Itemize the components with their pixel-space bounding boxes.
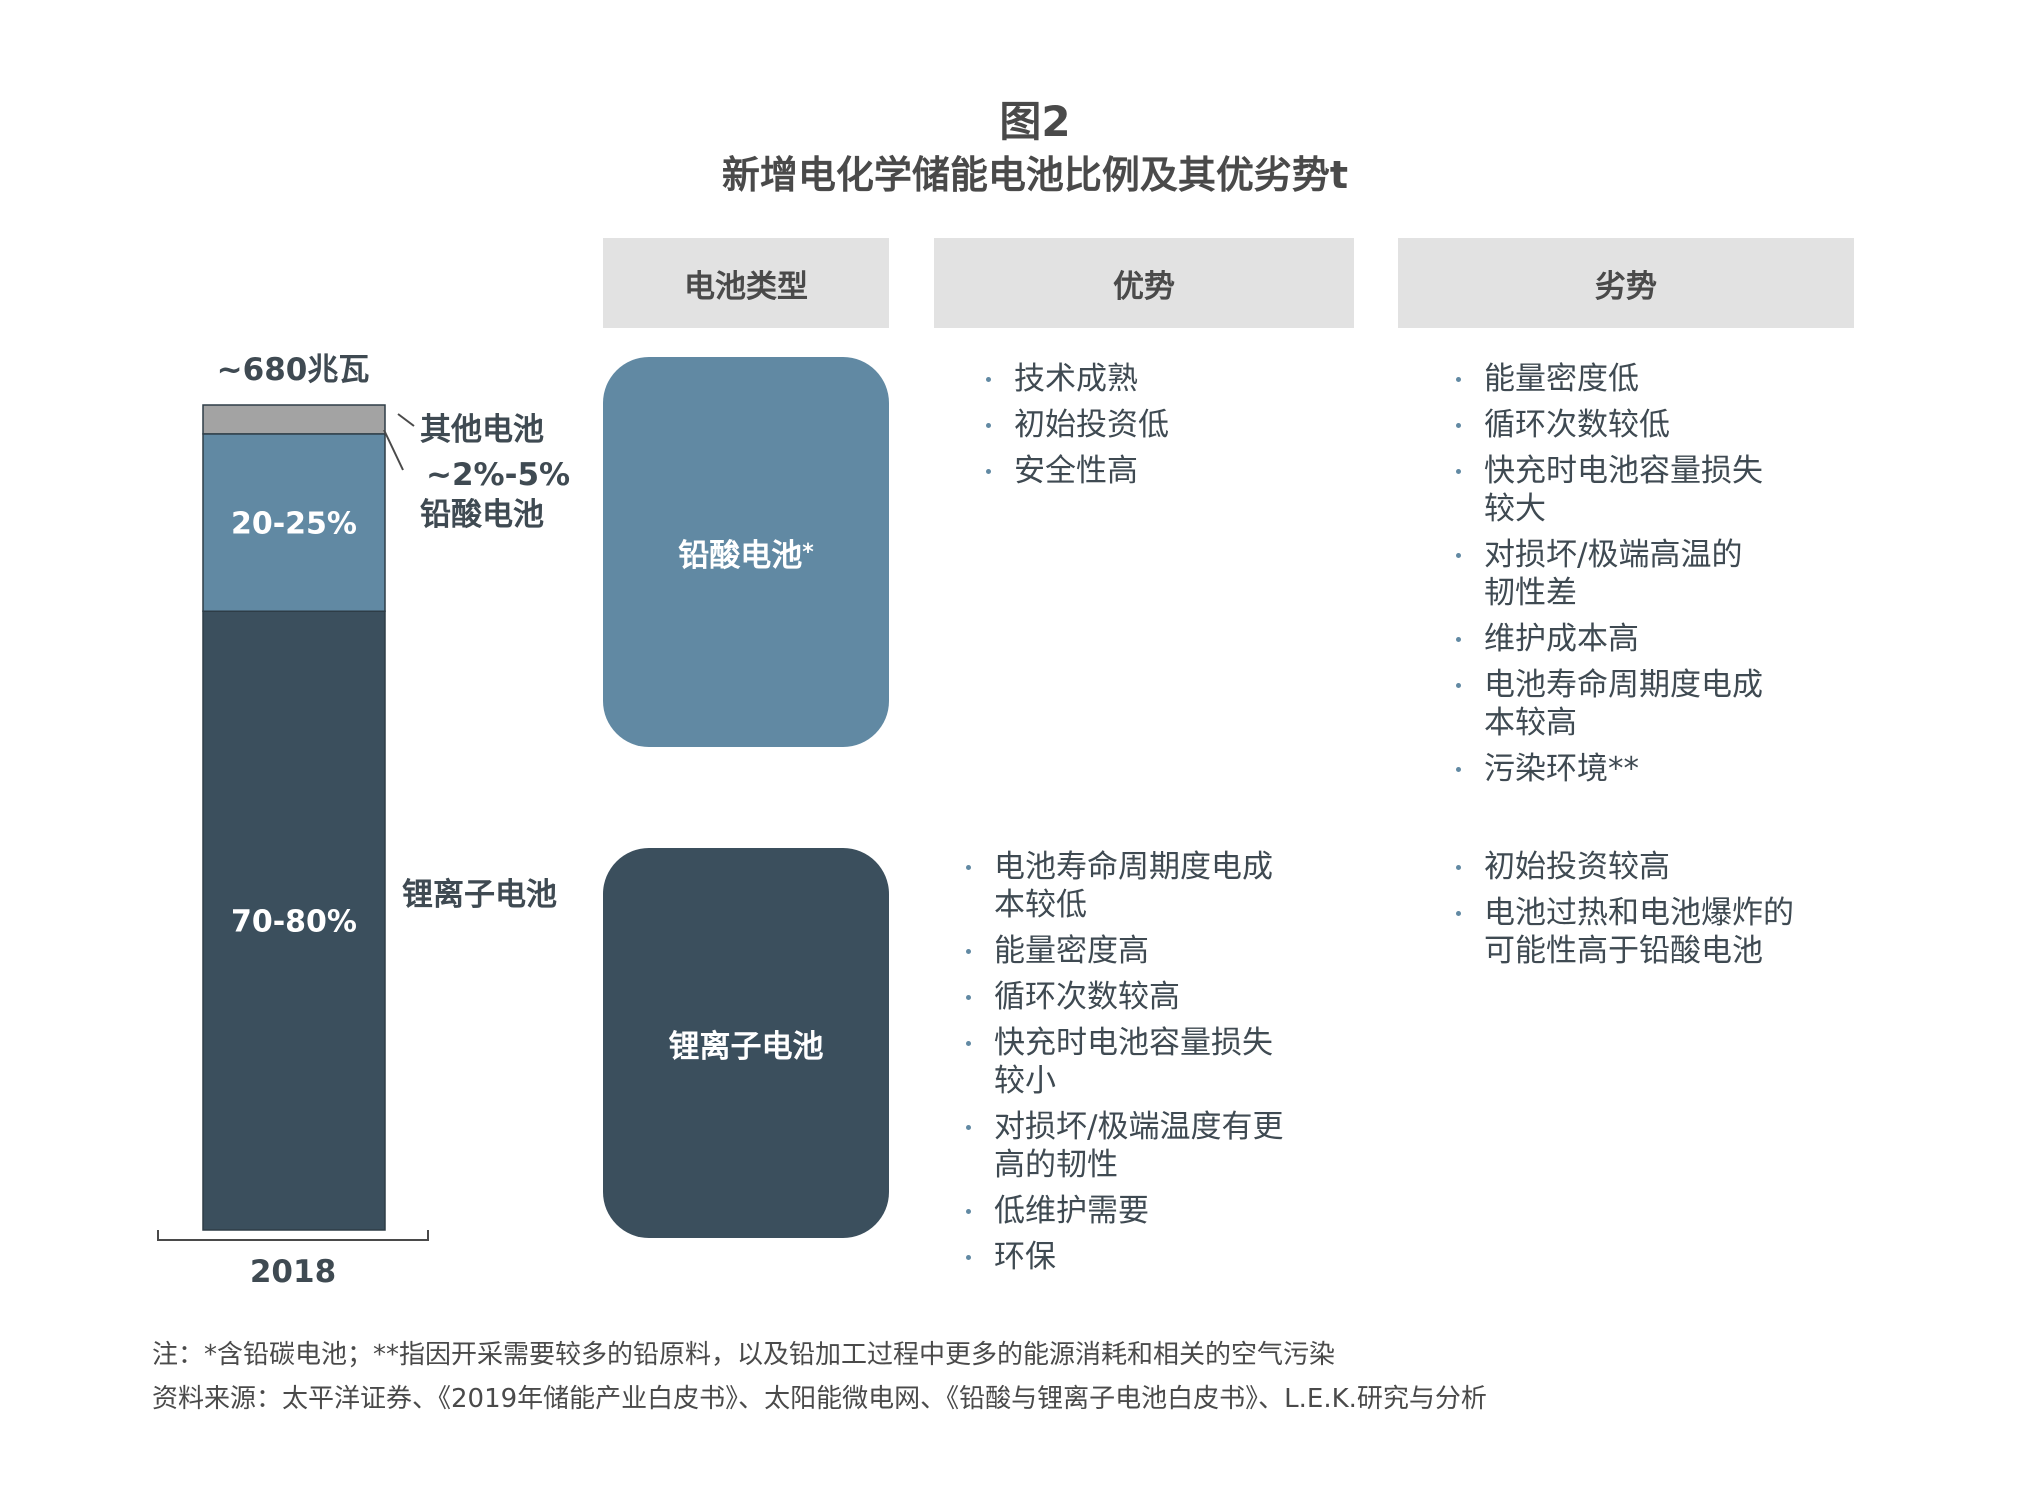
list-item: 能量密度高 [964, 932, 1284, 970]
list-item: 安全性高 [984, 452, 1284, 490]
list-item: 快充时电池容量损失较小 [964, 1024, 1284, 1100]
header-pros: 优势 [934, 238, 1354, 328]
battery-type-lead-acid-label: 铅酸电池 [678, 537, 803, 574]
list-item: 维护成本高 [1454, 620, 1764, 658]
battery-type-li-ion: 锂离子电池 [603, 848, 889, 1238]
data-label-lead-acid: 20-25% [231, 507, 357, 542]
x-axis-bracket [157, 1230, 429, 1241]
side-label-li-ion: 锂离子电池 [402, 877, 557, 913]
list-item: 污染环境** [1454, 750, 1764, 788]
list-item: 对损坏/极端温度有更高的韧性 [964, 1108, 1284, 1184]
footnote: 注：*含铅碳电池；**指因开采需要较多的铅原料，以及铅加工过程中更多的能源消耗和… [152, 1340, 1336, 1370]
list-item: 能量密度低 [1454, 360, 1764, 398]
list-item: 低维护需要 [964, 1192, 1284, 1230]
leader-line-other [397, 413, 415, 427]
battery-type-li-ion-label: 锂离子电池 [668, 1028, 824, 1065]
footnote-mark: * [802, 539, 814, 565]
list-item: 快充时电池容量损失较大 [1454, 452, 1764, 528]
list-item: 技术成熟 [984, 360, 1284, 398]
bar-segment-other [202, 404, 386, 435]
list-item: 初始投资低 [984, 406, 1284, 444]
list-item: 对损坏/极端高温的韧性差 [1454, 536, 1764, 612]
lead-acid-pros-list: 技术成熟 初始投资低 安全性高 [984, 360, 1284, 498]
bar-segment-li-ion [202, 610, 386, 1231]
list-item: 电池寿命周期度电成本较低 [964, 848, 1284, 924]
leader-line-lead [383, 429, 404, 471]
battery-type-lead-acid: 铅酸电池* [603, 357, 889, 747]
list-item: 电池过热和电池爆炸的可能性高于铅酸电池 [1454, 894, 1804, 970]
header-battery-type: 电池类型 [603, 238, 889, 328]
total-label: ~680兆瓦 [217, 352, 370, 388]
figure-number: 图2 [999, 97, 1071, 146]
bar-segment-lead-acid [202, 433, 386, 612]
list-item: 环保 [964, 1238, 1284, 1276]
stacked-bar-chart: ~680兆瓦 70-80% 20-25% 其他电池 ~2%-5% 铅酸电池 锂离… [157, 352, 570, 1290]
li-ion-pros-list: 电池寿命周期度电成本较低 能量密度高 循环次数较高 快充时电池容量损失较小 对损… [964, 848, 1284, 1284]
figure-title: 新增电化学储能电池比例及其优劣势t [721, 153, 1349, 197]
list-item: 初始投资较高 [1454, 848, 1804, 886]
li-ion-cons-list: 初始投资较高 电池过热和电池爆炸的可能性高于铅酸电池 [1454, 848, 1804, 978]
x-tick-2018: 2018 [250, 1254, 336, 1290]
header-cons: 劣势 [1398, 238, 1854, 328]
list-item: 循环次数较高 [964, 978, 1284, 1016]
side-label-lead: 铅酸电池 [420, 497, 544, 533]
list-item: 电池寿命周期度电成本较高 [1454, 666, 1764, 742]
source-note: 资料来源：太平洋证券、《2019年储能产业白皮书》、太阳能微电网、《铅酸与锂离子… [152, 1384, 1487, 1414]
lead-acid-cons-list: 能量密度低 循环次数较低 快充时电池容量损失较大 对损坏/极端高温的韧性差 维护… [1454, 360, 1764, 796]
side-label-other-pct: ~2%-5% [426, 457, 570, 493]
side-label-other: 其他电池 [420, 412, 544, 448]
list-item: 循环次数较低 [1454, 406, 1764, 444]
data-label-li-ion: 70-80% [231, 905, 357, 940]
